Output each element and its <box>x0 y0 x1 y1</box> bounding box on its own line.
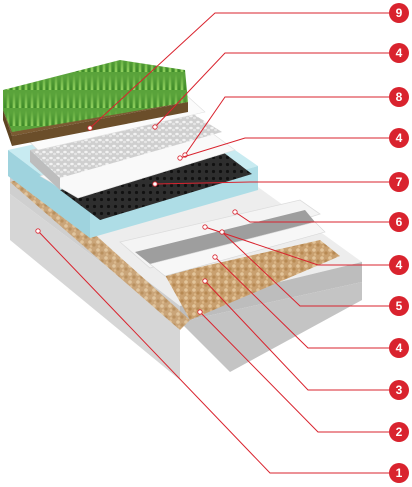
callout-badge <box>389 296 409 316</box>
callout-leader-line <box>154 52 389 128</box>
callout-number: 9 <box>396 6 403 20</box>
callout-anchor-dot <box>232 209 238 215</box>
callout-anchor-dot <box>152 124 158 130</box>
callout-leader-line <box>37 230 389 474</box>
callout-badge <box>389 87 409 107</box>
callout-badge <box>389 380 409 400</box>
callout-number: 6 <box>396 215 403 229</box>
callout-badge <box>389 255 409 275</box>
callout-anchor-dot <box>152 181 158 187</box>
callout-anchor-dot <box>177 155 183 161</box>
callout-number: 1 <box>396 466 403 480</box>
callout-leader-line <box>204 226 389 266</box>
callout-badge <box>389 172 409 192</box>
callout-leader-line <box>89 12 389 129</box>
callout-number: 4 <box>396 258 403 272</box>
callout-leader-line <box>214 256 389 349</box>
gravel-layer <box>10 176 340 330</box>
callout-badge <box>389 3 409 23</box>
callout-leader-line <box>204 280 389 391</box>
callout-anchor-dot <box>202 224 208 230</box>
callout-number: 4 <box>396 131 403 145</box>
callout-anchor-dot <box>35 228 41 234</box>
callout-anchor-dot <box>212 254 218 260</box>
callout-badge <box>389 463 409 483</box>
callout-badge <box>389 422 409 442</box>
callout-number: 4 <box>396 341 403 355</box>
callout-leader-line <box>179 137 389 159</box>
callout-number: 8 <box>396 90 403 104</box>
callout-leader-line <box>154 181 389 185</box>
callout-anchor-dot <box>197 309 203 315</box>
callout-number: 3 <box>396 383 403 397</box>
callout-badge <box>389 43 409 63</box>
callout-badge <box>389 338 409 358</box>
membrane-layers <box>119 199 326 277</box>
callout-leader-line <box>234 211 389 223</box>
callout-anchor-dot <box>219 229 225 235</box>
callout-leader-line <box>199 311 389 433</box>
callout-number: 4 <box>396 46 403 60</box>
callout-badge <box>389 128 409 148</box>
callout-number: 2 <box>396 425 403 439</box>
callout-badge <box>389 212 409 232</box>
vegetation-layer <box>3 60 188 146</box>
callouts: 9 4 8 4 7 6 4 5 4 3 2 1 <box>35 3 409 483</box>
callout-number: 5 <box>396 299 403 313</box>
callout-anchor-dot <box>87 125 93 131</box>
callout-leader-line <box>184 96 389 156</box>
callout-number: 7 <box>396 175 403 189</box>
callout-anchor-dot <box>202 278 208 284</box>
pebble-layer <box>30 112 222 190</box>
callout-leader-line <box>221 231 389 307</box>
